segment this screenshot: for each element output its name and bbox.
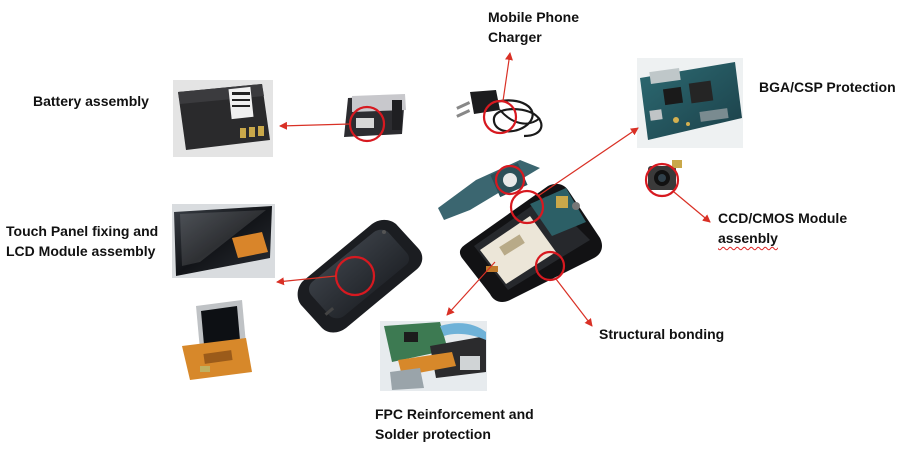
structural-label: Structural bonding — [599, 324, 724, 344]
battery-image — [344, 94, 406, 137]
bga-label-text: BGA/CSP Protection — [759, 79, 896, 95]
battery-arrow — [279, 121, 351, 130]
charger-label: Mobile Phone Charger — [488, 7, 579, 47]
touch-label: Touch Panel fixing and LCD Module assemb… — [6, 221, 158, 261]
bga-arrow — [537, 127, 639, 197]
touch-arrow — [276, 275, 337, 286]
phone-charger-image — [456, 90, 543, 138]
charger-highlight-circle — [482, 99, 518, 135]
battery-closeup-image — [173, 80, 273, 157]
structural-arrow — [555, 278, 593, 327]
fpc-arrow — [446, 261, 496, 316]
smartphone-image — [297, 219, 423, 333]
charger-label-line1: Mobile Phone — [488, 9, 579, 25]
fpc-label: FPC Reinforcement and Solder protection — [375, 404, 534, 444]
charger-label-line2: Charger — [488, 29, 542, 45]
ccd-arrow — [673, 191, 711, 223]
pcb-board-image — [637, 58, 743, 148]
solder-highlight-circle — [509, 189, 545, 225]
fpc-label-line2: Solder protection — [375, 426, 491, 442]
frame-highlight-circle — [534, 250, 566, 282]
ccd-label-line2: assenbly — [718, 230, 778, 246]
fpc-label-line1: FPC Reinforcement and — [375, 406, 534, 422]
bga-label: BGA/CSP Protection — [759, 77, 896, 97]
touch-panel-image — [172, 204, 275, 278]
fpc-board-image — [380, 321, 487, 391]
battery-label: Battery assembly — [33, 91, 149, 111]
ccd-label-line1: CCD/CMOS Module — [718, 210, 848, 226]
camera-highlight-circle — [644, 162, 680, 198]
charger-arrow — [502, 52, 513, 102]
touch-label-line1: Touch Panel fixing and — [6, 223, 159, 239]
connector-arrows — [276, 52, 711, 327]
lcd-module-image — [182, 300, 252, 380]
camera-module-image — [648, 160, 682, 190]
ccd-label: CCD/CMOS Module assenbly — [718, 208, 847, 248]
touch-label-line2: LCD Module assembly — [6, 243, 156, 259]
structural-label-text: Structural bonding — [599, 326, 725, 342]
disassembled-phone-image — [438, 160, 602, 302]
highlight-circles — [334, 99, 680, 297]
battery-label-text: Battery assembly — [33, 93, 149, 109]
board-highlight-circle — [494, 164, 526, 196]
